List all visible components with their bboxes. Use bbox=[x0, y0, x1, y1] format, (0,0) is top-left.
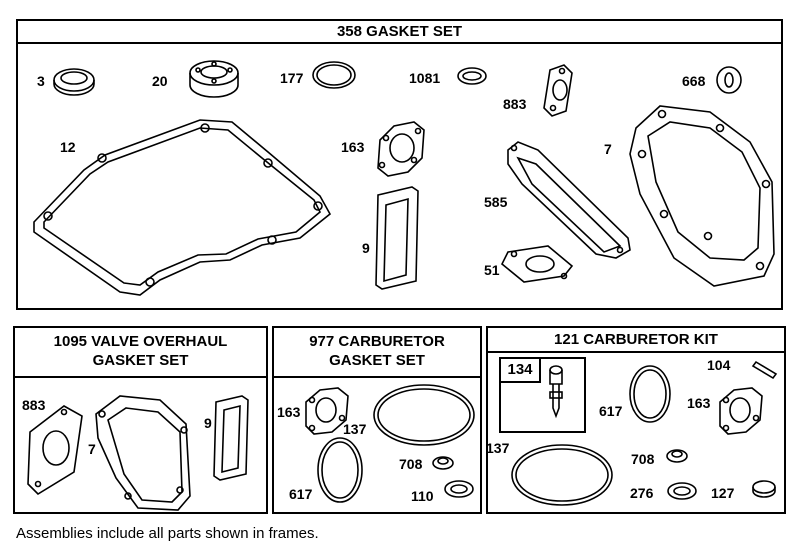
frame-134-sub: 134 bbox=[499, 357, 586, 433]
label-part-163: 163 bbox=[341, 139, 365, 155]
label-part-177: 177 bbox=[280, 70, 304, 86]
label-part-3: 3 bbox=[37, 73, 45, 89]
label-part-51: 51 bbox=[484, 262, 500, 278]
label-part-20: 20 bbox=[152, 73, 168, 89]
label-part-7: 7 bbox=[604, 141, 612, 157]
label-valve-883: 883 bbox=[22, 397, 46, 413]
label-kit-617: 617 bbox=[599, 403, 623, 419]
frame-title: 977 CARBURETOR GASKET SET bbox=[274, 328, 480, 378]
label-part-585: 585 bbox=[484, 194, 508, 210]
label-valve-7: 7 bbox=[88, 441, 96, 457]
label-kit-163: 163 bbox=[687, 395, 711, 411]
label-carb-110: 110 bbox=[411, 488, 434, 504]
frame-title-line2: GASKET SET bbox=[92, 352, 189, 369]
label-carb-163: 163 bbox=[277, 404, 301, 420]
label-part-12: 12 bbox=[60, 139, 76, 155]
label-part-9: 9 bbox=[362, 240, 370, 256]
label-kit-276: 276 bbox=[630, 485, 654, 501]
label-part-668: 668 bbox=[682, 73, 706, 89]
frame-title-line2: GASKET SET bbox=[329, 352, 425, 369]
frame-1095-valve-overhaul: 1095 VALVE OVERHAUL GASKET SET bbox=[13, 326, 268, 514]
label-carb-137: 137 bbox=[343, 421, 367, 437]
frame-title: 358 GASKET SET bbox=[18, 21, 781, 44]
frame-title: 121 CARBURETOR KIT bbox=[488, 328, 784, 353]
label-carb-617: 617 bbox=[289, 486, 313, 502]
label-part-883: 883 bbox=[503, 96, 527, 112]
label-carb-708: 708 bbox=[399, 456, 423, 472]
label-kit-708: 708 bbox=[631, 451, 655, 467]
footer-note: Assemblies include all parts shown in fr… bbox=[16, 525, 319, 542]
frame-title: 1095 VALVE OVERHAUL GASKET SET bbox=[15, 328, 266, 378]
frame-title: 134 bbox=[501, 359, 541, 383]
label-valve-9: 9 bbox=[204, 415, 212, 431]
frame-358-gasket-set: 358 GASKET SET bbox=[16, 19, 783, 310]
label-kit-127: 127 bbox=[711, 485, 735, 501]
label-kit-104: 104 bbox=[707, 357, 731, 373]
label-kit-137: 137 bbox=[486, 440, 510, 456]
frame-title-line1: 977 CARBURETOR bbox=[309, 333, 445, 350]
frame-title-line1: 1095 VALVE OVERHAUL bbox=[53, 333, 228, 350]
label-part-1081: 1081 bbox=[409, 70, 441, 86]
